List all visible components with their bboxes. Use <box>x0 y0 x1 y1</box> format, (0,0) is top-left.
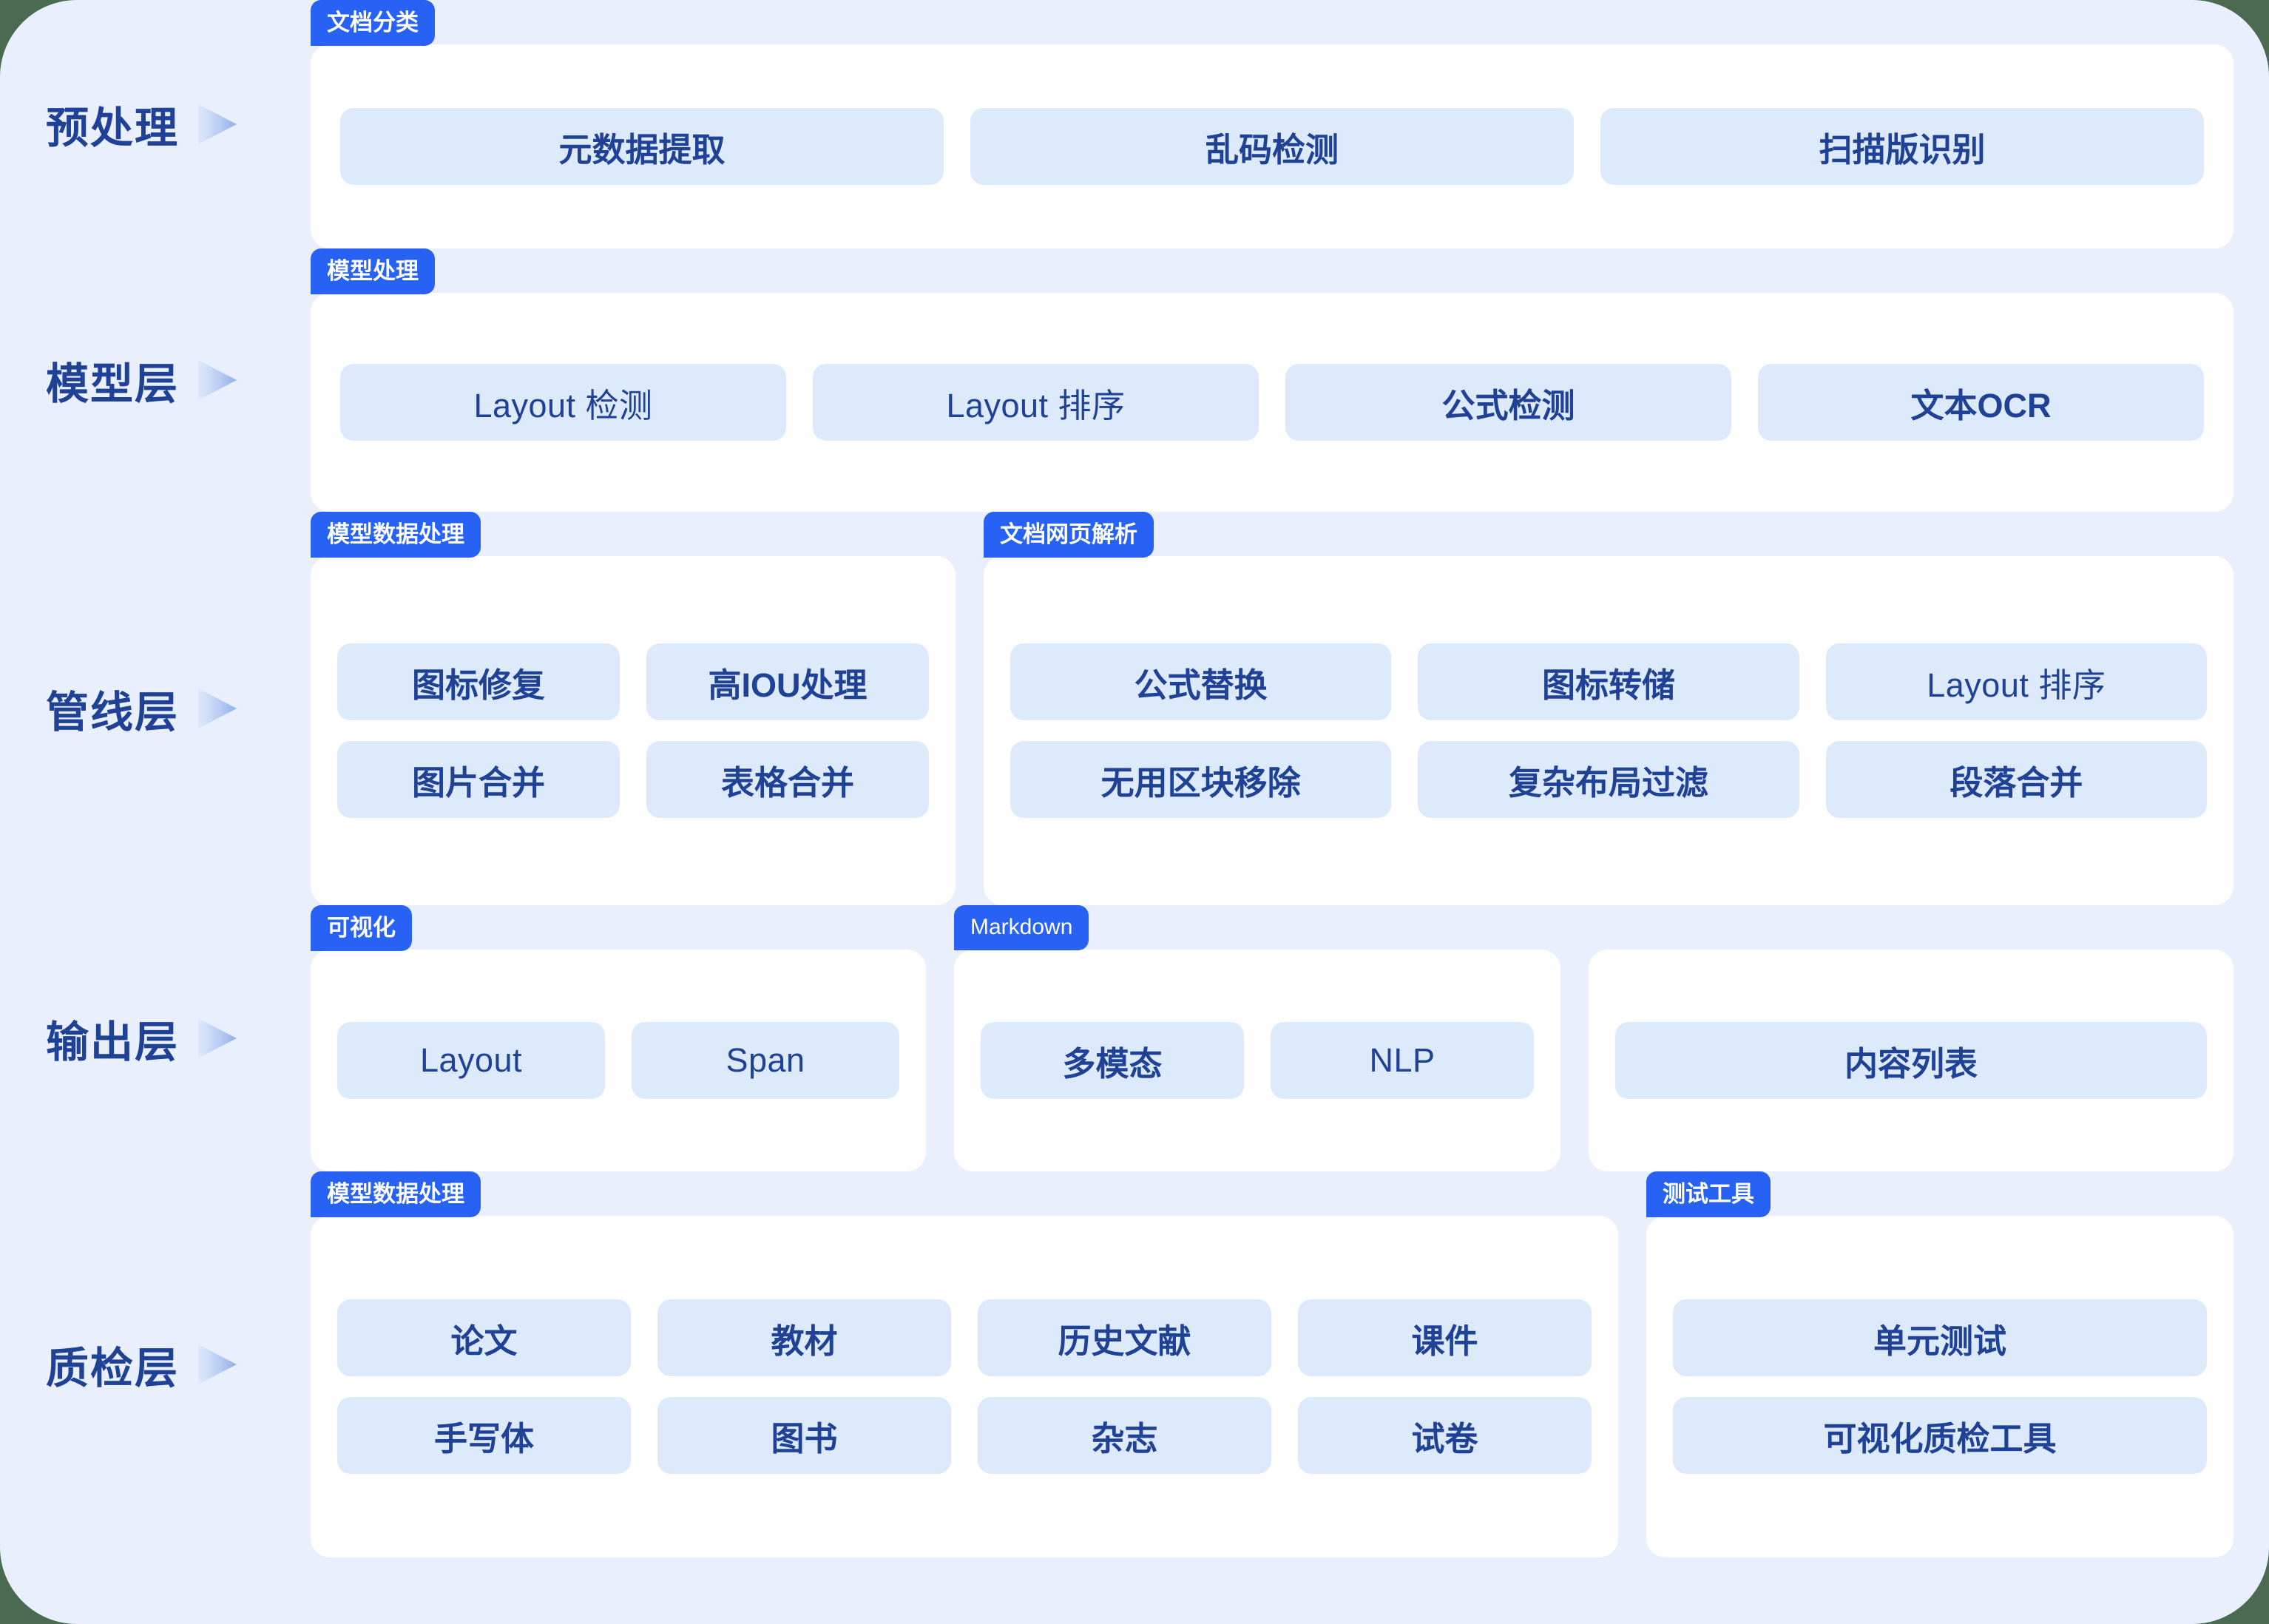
row-label-qc-layer: 质检层 <box>0 1171 311 1557</box>
group-panel: Layout Span <box>311 950 926 1171</box>
group-tag: 测试工具 <box>1646 1171 1771 1217</box>
chip-multimodal[interactable]: 多模态 <box>981 1022 1244 1099</box>
row-content-output-layer: 可视化 Layout Span Markdown 多模态 NLP <box>311 905 2269 1171</box>
row-label-text: 质检层 <box>46 1344 180 1393</box>
row-label-text: 输出层 <box>46 1018 180 1066</box>
chip-useless-block-removal[interactable]: 无用区块移除 <box>1010 741 1392 818</box>
chip-row: 单元测试 <box>1673 1299 2207 1376</box>
group-panel: 内容列表 <box>1589 950 2234 1171</box>
chip-formula-replacement[interactable]: 公式替换 <box>1010 643 1392 720</box>
group-model-processing: 模型处理 Layout 检测 Layout 排序 公式检测 文本OCR <box>311 248 2234 512</box>
group-panel: Layout 检测 Layout 排序 公式检测 文本OCR <box>311 293 2234 512</box>
chip-courseware[interactable]: 课件 <box>1298 1299 1592 1376</box>
chip-row: 元数据提取 乱码检测 扫描版识别 <box>340 108 2204 185</box>
chip-row: 可视化质检工具 <box>1673 1397 2207 1474</box>
row-label-text: 模型层 <box>46 360 180 408</box>
row-label-text: 管线层 <box>46 688 180 737</box>
chip-book[interactable]: 图书 <box>657 1397 951 1474</box>
chip-metadata-extraction[interactable]: 元数据提取 <box>340 108 944 185</box>
chip-formula-detection[interactable]: 公式检测 <box>1285 364 1731 441</box>
row-content-model-layer: 模型处理 Layout 检测 Layout 排序 公式检测 文本OCR <box>311 248 2269 512</box>
group-panel: 单元测试 可视化质检工具 <box>1646 1216 2234 1557</box>
group-panel: 图标修复 高IOU处理 图片合并 表格合并 <box>311 556 956 905</box>
chip-row: 无用区块移除 复杂布局过滤 段落合并 <box>1010 741 2207 818</box>
chip-magazine[interactable]: 杂志 <box>978 1397 1271 1474</box>
group-tag: Markdown <box>954 905 1089 950</box>
chip-span[interactable]: Span <box>632 1022 899 1099</box>
group-document-classification: 文档分类 元数据提取 乱码检测 扫描版识别 <box>311 0 2234 248</box>
chip-exam-paper[interactable]: 试卷 <box>1298 1397 1592 1474</box>
chip-high-iou-processing[interactable]: 高IOU处理 <box>646 643 929 720</box>
group-tag: 模型数据处理 <box>311 1171 481 1217</box>
chip-row: 公式替换 图标转储 Layout 排序 <box>1010 643 2207 720</box>
row-content-pipeline-layer: 模型数据处理 图标修复 高IOU处理 图片合并 表格合并 文档网页解析 <box>311 512 2269 905</box>
chip-paper[interactable]: 论文 <box>337 1299 631 1376</box>
chip-garbled-detection[interactable]: 乱码检测 <box>970 108 1574 185</box>
pipeline-row-output-layer: 输出层 可视化 Layout Span Markdown <box>0 905 2269 1171</box>
chip-scan-recognition[interactable]: 扫描版识别 <box>1600 108 2204 185</box>
chip-content-list[interactable]: 内容列表 <box>1615 1022 2207 1099</box>
group-qc-model-data-processing: 模型数据处理 论文 教材 历史文献 课件 手写体 图书 杂志 试卷 <box>311 1171 1618 1557</box>
triangle-right-icon <box>198 360 237 400</box>
group-panel: 元数据提取 乱码检测 扫描版识别 <box>311 44 2234 248</box>
chip-row: 内容列表 <box>1615 1022 2207 1099</box>
chip-row: 图片合并 表格合并 <box>337 741 929 818</box>
chip-visual-qc-tool[interactable]: 可视化质检工具 <box>1673 1397 2207 1474</box>
group-panel: 论文 教材 历史文献 课件 手写体 图书 杂志 试卷 <box>311 1216 1618 1557</box>
chip-unit-test[interactable]: 单元测试 <box>1673 1299 2207 1376</box>
group-content-list: 内容列表 <box>1589 905 2234 1171</box>
chip-layout-ordering[interactable]: Layout 排序 <box>813 364 1259 441</box>
group-panel: 公式替换 图标转储 Layout 排序 无用区块移除 复杂布局过滤 段落合并 <box>984 556 2234 905</box>
row-label-model-layer: 模型层 <box>0 248 311 512</box>
group-tag: 模型处理 <box>311 248 435 294</box>
chip-table-merge[interactable]: 表格合并 <box>646 741 929 818</box>
group-tag: 文档网页解析 <box>984 512 1154 558</box>
pipeline-row-qc-layer: 质检层 模型数据处理 论文 教材 历史文献 课件 手写体 <box>0 1171 2269 1557</box>
chip-historical-document[interactable]: 历史文献 <box>978 1299 1271 1376</box>
chip-layout[interactable]: Layout <box>337 1022 605 1099</box>
row-content-qc-layer: 模型数据处理 论文 教材 历史文献 课件 手写体 图书 杂志 试卷 <box>311 1171 2269 1557</box>
row-label-preprocess: 预处理 <box>0 0 311 248</box>
chip-text-ocr[interactable]: 文本OCR <box>1758 364 2204 441</box>
row-label-output-layer: 输出层 <box>0 905 311 1171</box>
pipeline-row-model-layer: 模型层 模型处理 Layout 检测 Layout 排序 公式检测 文本OCR <box>0 248 2269 512</box>
chip-nlp[interactable]: NLP <box>1271 1022 1534 1099</box>
group-panel: 多模态 NLP <box>954 950 1560 1171</box>
group-tag: 可视化 <box>311 905 412 951</box>
chip-handwriting[interactable]: 手写体 <box>337 1397 631 1474</box>
chip-layout-detection[interactable]: Layout 检测 <box>340 364 786 441</box>
chip-complex-layout-filter[interactable]: 复杂布局过滤 <box>1418 741 1799 818</box>
chip-layout-ordering[interactable]: Layout 排序 <box>1825 643 2207 720</box>
chip-row: Layout Span <box>337 1022 899 1099</box>
group-test-tools: 测试工具 单元测试 可视化质检工具 <box>1646 1171 2234 1557</box>
row-label-text: 预处理 <box>46 104 180 152</box>
group-visualization: 可视化 Layout Span <box>311 905 926 1171</box>
group-document-web-parsing: 文档网页解析 公式替换 图标转储 Layout 排序 无用区块移除 复杂布局过滤… <box>984 512 2234 905</box>
group-model-data-processing: 模型数据处理 图标修复 高IOU处理 图片合并 表格合并 <box>311 512 956 905</box>
triangle-right-icon <box>198 1018 237 1058</box>
chip-paragraph-merge[interactable]: 段落合并 <box>1825 741 2207 818</box>
chip-row: 多模态 NLP <box>981 1022 1534 1099</box>
chip-row: 论文 教材 历史文献 课件 <box>337 1299 1592 1376</box>
chip-row: 手写体 图书 杂志 试卷 <box>337 1397 1592 1474</box>
pipeline-row-preprocess: 预处理 文档分类 元数据提取 乱码检测 扫描版识别 <box>0 0 2269 248</box>
group-tag: 模型数据处理 <box>311 512 481 558</box>
chip-icon-storage[interactable]: 图标转储 <box>1418 643 1799 720</box>
chip-row: Layout 检测 Layout 排序 公式检测 文本OCR <box>340 364 2204 441</box>
triangle-right-icon <box>198 1344 237 1384</box>
chip-image-merge[interactable]: 图片合并 <box>337 741 620 818</box>
row-content-preprocess: 文档分类 元数据提取 乱码检测 扫描版识别 <box>311 0 2269 248</box>
triangle-right-icon <box>198 104 237 144</box>
group-markdown: Markdown 多模态 NLP <box>954 905 1560 1171</box>
pipeline-row-pipeline-layer: 管线层 模型数据处理 图标修复 高IOU处理 图片合并 表格合并 <box>0 512 2269 905</box>
row-label-pipeline-layer: 管线层 <box>0 512 311 905</box>
chip-icon-repair[interactable]: 图标修复 <box>337 643 620 720</box>
triangle-right-icon <box>198 688 237 728</box>
chip-row: 图标修复 高IOU处理 <box>337 643 929 720</box>
group-tag: 文档分类 <box>311 0 435 46</box>
chip-textbook[interactable]: 教材 <box>657 1299 951 1376</box>
